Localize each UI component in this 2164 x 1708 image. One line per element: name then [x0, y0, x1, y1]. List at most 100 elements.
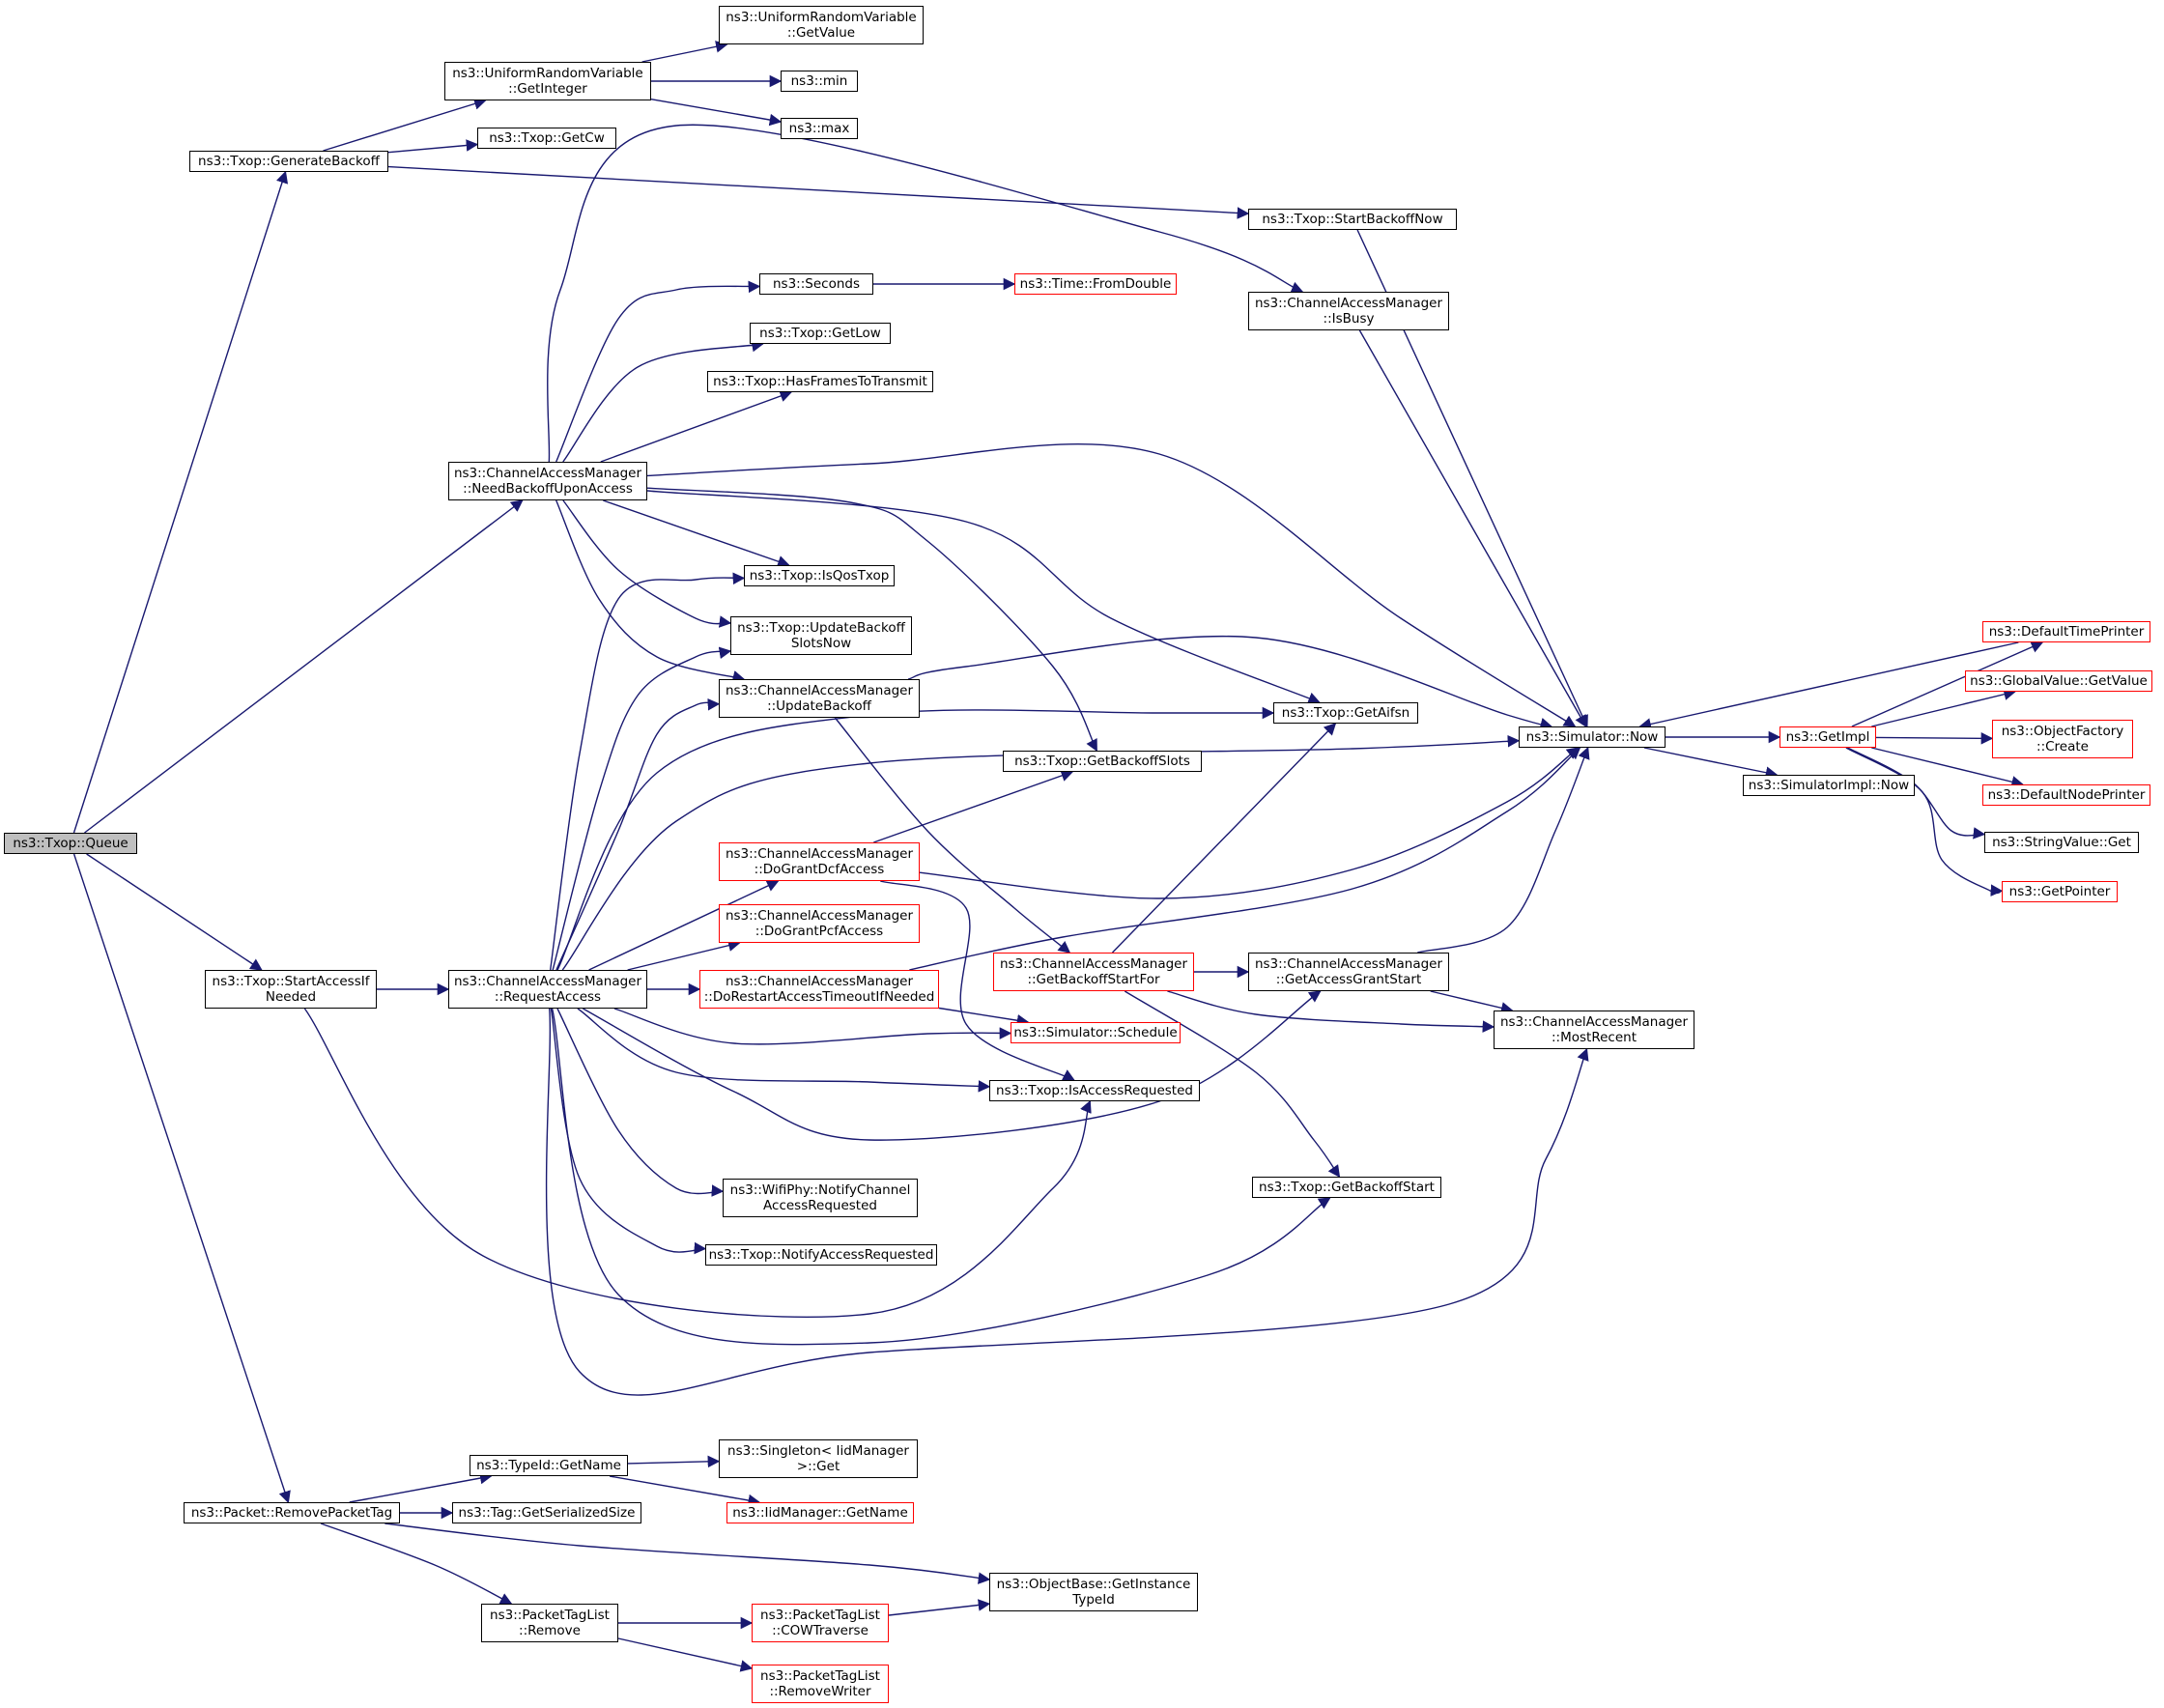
- edge-cam_updbackoff-to-getbackoffstartfor: [834, 717, 1071, 954]
- node-cam-updatebackoff[interactable]: ns3::ChannelAccessManager ::UpdateBackof…: [719, 679, 920, 718]
- edge-urv_getint-to-max: [650, 99, 783, 127]
- edge-requestaccess-to-dograntpcf: [627, 939, 741, 971]
- node-txop-getbackoffstart[interactable]: ns3::Txop::GetBackoffStart: [1252, 1177, 1441, 1198]
- node-objectfactory-create[interactable]: ns3::ObjectFactory ::Create: [1992, 720, 2133, 758]
- node-cam-mostrecent[interactable]: ns3::ChannelAccessManager ::MostRecent: [1494, 1011, 1694, 1049]
- edge-requestaccess-to-simnow: [561, 734, 1521, 971]
- node-packet-removepackettag[interactable]: ns3::Packet::RemovePacketTag: [184, 1502, 400, 1523]
- node-cam-getbackoffstartfor[interactable]: ns3::ChannelAccessManager ::GetBackoffSt…: [993, 953, 1194, 991]
- edge-genbackoff-to-startbackoffnow: [387, 165, 1250, 219]
- edge-typeid_getname-to-singleton: [627, 1455, 721, 1468]
- node-getimpl[interactable]: ns3::GetImpl: [1780, 726, 1876, 748]
- edge-getimpl-to-objfactory: [1875, 732, 1994, 745]
- node-txop-isaccessrequested[interactable]: ns3::Txop::IsAccessRequested: [989, 1080, 1200, 1101]
- edge-needbackoff-to-getlow: [562, 339, 764, 463]
- edge-getimpl-to-globalvalue: [1871, 688, 2016, 727]
- node-simulator-now[interactable]: ns3::Simulator::Now: [1519, 726, 1666, 748]
- node-cam-needbackoffuponaccess[interactable]: ns3::ChannelAccessManager ::NeedBackoffU…: [448, 462, 647, 500]
- edge-removepackettag-to-ptl_remove: [320, 1523, 513, 1605]
- edge-removepackettag-to-objectbase: [384, 1523, 991, 1584]
- edge-requestaccess-to-cam_updbackoff: [555, 697, 721, 971]
- edge-requestaccess-to-isaccessrequested: [577, 1008, 991, 1093]
- edge-simnow-to-simimplnow: [1643, 747, 1779, 779]
- node-typeid-getname[interactable]: ns3::TypeId::GetName: [470, 1455, 628, 1476]
- edge-needbackoff-to-isbusy: [546, 124, 1304, 463]
- node-packettaglist-removewriter[interactable]: ns3::PacketTagList ::RemoveWriter: [752, 1665, 889, 1703]
- node-txop-updatebackoffslotsnow[interactable]: ns3::Txop::UpdateBackoff SlotsNow: [730, 616, 912, 655]
- node-singleton-iidmanager-get[interactable]: ns3::Singleton< IidManager >::Get: [719, 1439, 918, 1478]
- node-txop-queue[interactable]: ns3::Txop::Queue: [4, 833, 137, 854]
- node-cam-dograntpcfaccess[interactable]: ns3::ChannelAccessManager ::DoGrantPcfAc…: [719, 904, 920, 943]
- node-seconds[interactable]: ns3::Seconds: [759, 273, 873, 295]
- node-cam-isbusy[interactable]: ns3::ChannelAccessManager ::IsBusy: [1248, 292, 1449, 330]
- node-time-fromdouble[interactable]: ns3::Time::FromDouble: [1014, 273, 1177, 295]
- node-stringvalue-get[interactable]: ns3::StringValue::Get: [1984, 832, 2139, 853]
- edge-getimpl-to-deftimeprinter: [1851, 640, 2044, 727]
- node-urv-getinteger[interactable]: ns3::UniformRandomVariable ::GetInteger: [444, 62, 651, 100]
- edge-requestaccess-to-isqos: [550, 572, 746, 971]
- edge-isbusy-to-simnow: [1358, 329, 1587, 728]
- edge-dograntdcf-to-getbackoffslots: [873, 769, 1074, 843]
- edge-startaccess-to-isaccessrequested: [303, 1008, 1092, 1319]
- node-packettaglist-remove[interactable]: ns3::PacketTagList ::Remove: [481, 1604, 618, 1642]
- edge-ptl_remove-to-ptl_removewriter: [617, 1637, 754, 1672]
- edge-getbackoffstartfor-to-getbackoffstart: [1124, 990, 1341, 1179]
- edge-getaccessgrantstart-to-simnow: [1417, 746, 1590, 954]
- node-defaulttimeprinter[interactable]: ns3::DefaultTimePrinter: [1982, 621, 2150, 642]
- node-objectbase-getinstancetypeid[interactable]: ns3::ObjectBase::GetInstance TypeId: [989, 1573, 1198, 1611]
- node-cam-getaccessgrantstart[interactable]: ns3::ChannelAccessManager ::GetAccessGra…: [1248, 953, 1449, 991]
- edge-dorestart-to-simnow: [909, 747, 1581, 971]
- node-txop-notifyaccessrequested[interactable]: ns3::Txop::NotifyAccessRequested: [705, 1244, 937, 1266]
- node-cam-dograntdcfaccess[interactable]: ns3::ChannelAccessManager ::DoGrantDcfAc…: [719, 842, 920, 881]
- edge-requestaccess-to-dograntdcf: [588, 880, 780, 971]
- node-iidmanager-getname[interactable]: ns3::IidManager::GetName: [726, 1502, 914, 1523]
- node-simulator-schedule[interactable]: ns3::Simulator::Schedule: [1011, 1022, 1181, 1043]
- edge-deftimeprinter-to-simnow: [1638, 641, 2019, 730]
- edge-needbackoff-to-isqos: [603, 499, 790, 568]
- edge-getbackoffstartfor-to-mostrecent: [1167, 990, 1495, 1033]
- node-tag-getserializedsize[interactable]: ns3::Tag::GetSerializedSize: [452, 1502, 641, 1523]
- node-cam-requestaccess[interactable]: ns3::ChannelAccessManager ::RequestAcces…: [448, 970, 647, 1009]
- edge-ptl_cow-to-objectbase: [888, 1599, 991, 1616]
- node-txop-generatebackoff[interactable]: ns3::Txop::GenerateBackoff: [189, 151, 388, 172]
- node-max[interactable]: ns3::max: [781, 118, 858, 139]
- edge-requestaccess-to-updbackoffslots: [552, 646, 732, 971]
- node-txop-getaifsn[interactable]: ns3::Txop::GetAifsn: [1273, 702, 1418, 724]
- edge-requestaccess-to-mostrecent: [545, 1008, 1589, 1396]
- edge-getimpl-to-getpointer: [1845, 747, 2004, 897]
- edge-urv_getint-to-urv_getval: [641, 41, 728, 63]
- node-packettaglist-cowtraverse[interactable]: ns3::PacketTagList ::COWTraverse: [752, 1604, 889, 1642]
- edge-requestaccess-to-schedule: [613, 1008, 1012, 1045]
- node-wifiphy-notifychannelaccessrequested[interactable]: ns3::WifiPhy::NotifyChannel AccessReques…: [723, 1179, 918, 1217]
- edge-needbackoff-to-hasframes: [600, 389, 793, 463]
- node-txop-hasframestotransmit[interactable]: ns3::Txop::HasFramesToTransmit: [707, 371, 933, 392]
- edge-typeid_getname-to-iidmanager: [609, 1475, 761, 1507]
- edge-needbackoff-to-getbackoffslots: [646, 487, 1097, 753]
- node-txop-getlow[interactable]: ns3::Txop::GetLow: [750, 323, 891, 344]
- edge-queue-to-removepackettag: [72, 853, 291, 1504]
- node-txop-getbackoffslots[interactable]: ns3::Txop::GetBackoffSlots: [1003, 751, 1202, 772]
- node-txop-isqostxop[interactable]: ns3::Txop::IsQosTxop: [744, 565, 895, 586]
- node-urv-getvalue[interactable]: ns3::UniformRandomVariable ::GetValue: [719, 6, 924, 44]
- edge-needbackoff-to-seconds: [555, 280, 761, 463]
- edge-needbackoff-to-getaifsn: [646, 490, 1321, 704]
- edge-needbackoff-to-updbackoffslots: [562, 499, 732, 628]
- edge-dograntdcf-to-simnow: [919, 747, 1580, 899]
- node-simulatorimpl-now[interactable]: ns3::SimulatorImpl::Now: [1743, 775, 1915, 796]
- node-txop-startbackoffnow[interactable]: ns3::Txop::StartBackoffNow: [1248, 209, 1457, 230]
- node-txop-getcw[interactable]: ns3::Txop::GetCw: [477, 128, 616, 149]
- edge-getimpl-to-stringvalue: [1847, 747, 1986, 840]
- edge-requestaccess-to-getaccessgrantstart: [583, 990, 1322, 1141]
- node-globalvalue-getvalue[interactable]: ns3::GlobalValue::GetValue: [1965, 670, 2152, 692]
- edge-removepackettag-to-typeid_getname: [349, 1471, 493, 1503]
- edge-cam_updbackoff-to-simnow: [907, 635, 1553, 730]
- node-min[interactable]: ns3::min: [781, 71, 858, 92]
- node-cam-dorestartaccesstimeoutifneeded[interactable]: ns3::ChannelAccessManager ::DoRestartAcc…: [699, 970, 939, 1009]
- edge-getimpl-to-defnodeprinter: [1871, 747, 2024, 788]
- node-getpointer[interactable]: ns3::GetPointer: [2002, 881, 2118, 902]
- node-txop-startaccessifneeded[interactable]: ns3::Txop::StartAccessIf Needed: [205, 970, 377, 1009]
- edge-getaccessgrantstart-to-mostrecent: [1430, 990, 1514, 1014]
- node-defaultnodeprinter[interactable]: ns3::DefaultNodePrinter: [1982, 784, 2150, 806]
